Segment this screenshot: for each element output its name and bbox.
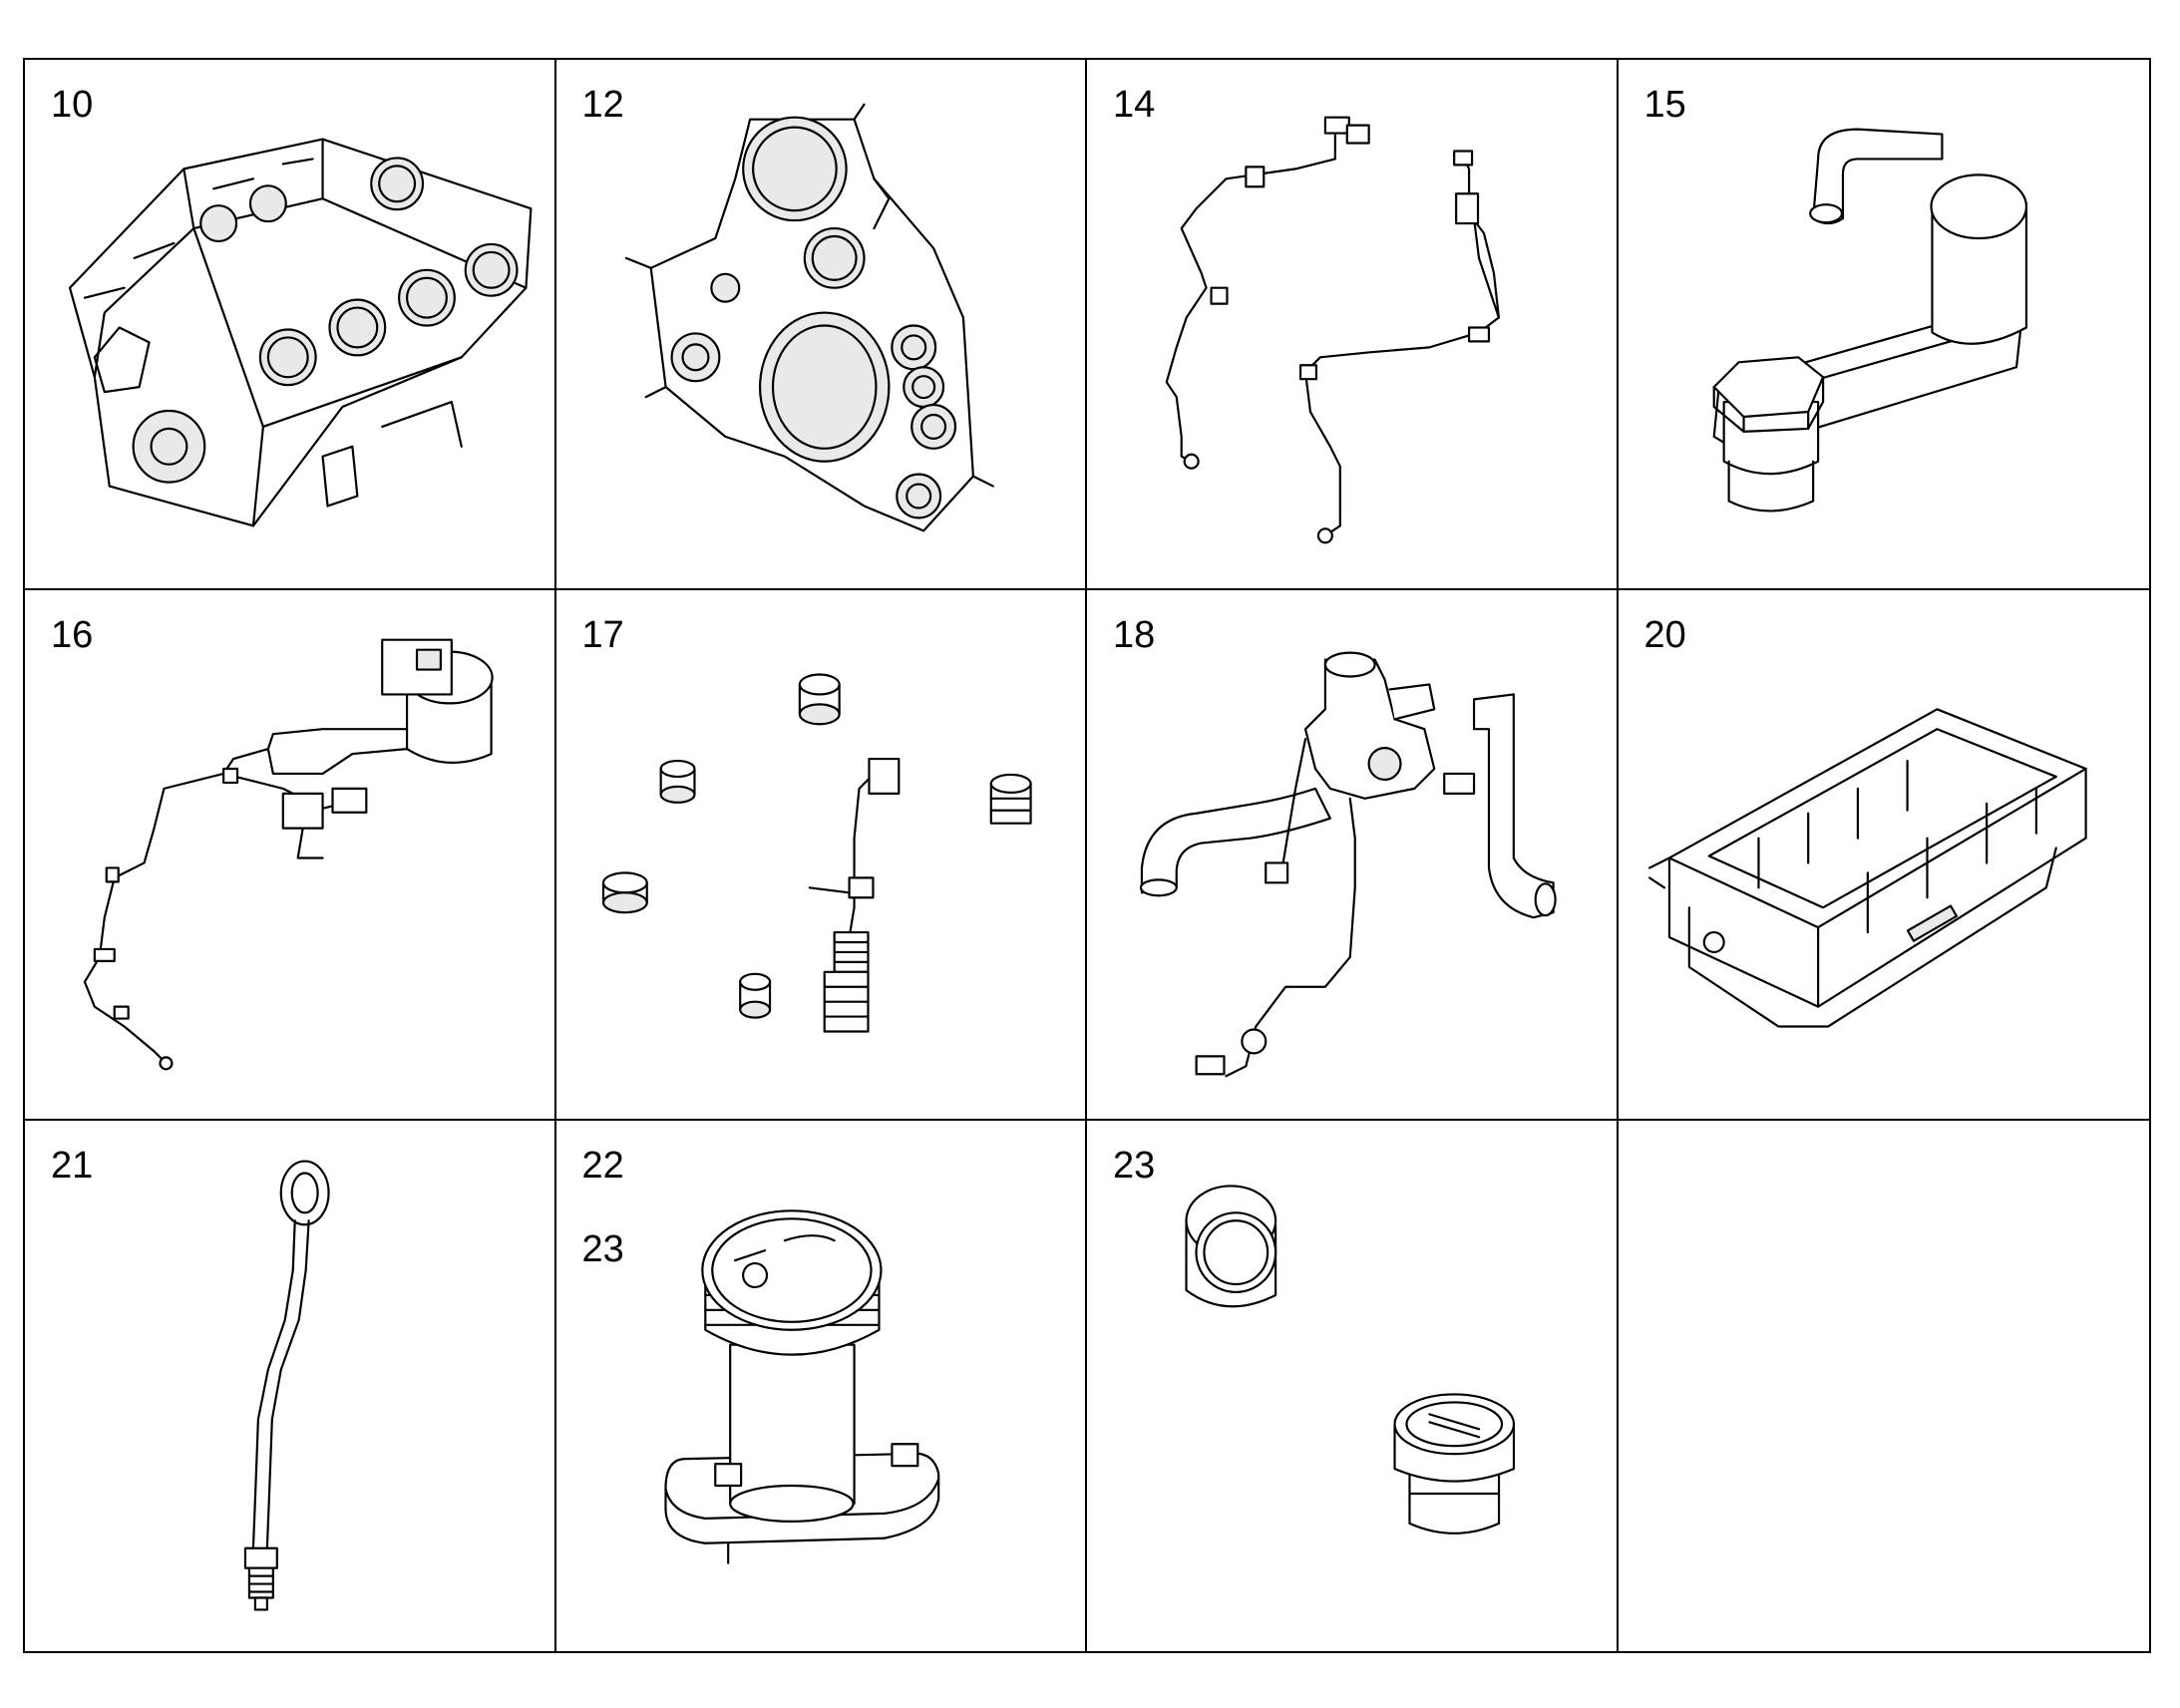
panel-23: 23	[1087, 1121, 1619, 1651]
oil-pan-icon	[1647, 708, 2087, 1028]
panel-number: 21	[51, 1145, 94, 1187]
panel-22-23: 22 23	[556, 1121, 1087, 1651]
panel-21: 21	[25, 1121, 556, 1651]
panel-number: 12	[581, 84, 624, 126]
pipe-lines-icon	[1165, 116, 1501, 544]
panel-number: 10	[51, 84, 94, 126]
panel-number: 18	[1113, 614, 1156, 656]
oil-filler-neck-icon	[663, 1209, 939, 1564]
panel-number: 15	[1643, 84, 1686, 126]
panel-number: 16	[51, 614, 94, 656]
panel-number: 14	[1113, 84, 1156, 126]
panel-number: 23	[1113, 1145, 1156, 1187]
dipstick-icon	[243, 1160, 330, 1611]
panel-17: 17	[555, 590, 1087, 1121]
oil-filter-housing-icon	[1712, 128, 2027, 512]
panel-empty	[1619, 1121, 2150, 1651]
panel-number: 17	[581, 614, 624, 656]
panel-10: 10	[25, 60, 556, 590]
panel-20: 20	[1618, 590, 2149, 1121]
panel-18: 18	[1087, 590, 1619, 1121]
panel-14: 14	[1087, 60, 1619, 590]
parts-grid: 10 12	[23, 58, 2151, 1653]
panel-number-secondary: 23	[581, 1228, 624, 1270]
engine-block-icon	[68, 138, 533, 527]
panel-12: 12	[555, 60, 1087, 590]
panel-16: 16	[25, 590, 556, 1121]
panel-number: 20	[1643, 614, 1686, 656]
timing-case-cover-icon	[624, 103, 994, 532]
panel-number: 22	[581, 1145, 624, 1187]
screw-plugs-icon	[1185, 1185, 1516, 1535]
pump-with-hoses-icon	[1139, 651, 1557, 1078]
plugs-and-fitting-icon	[601, 673, 1032, 1033]
panel-15: 15	[1618, 60, 2149, 590]
oil-separator-icon	[83, 638, 494, 1071]
